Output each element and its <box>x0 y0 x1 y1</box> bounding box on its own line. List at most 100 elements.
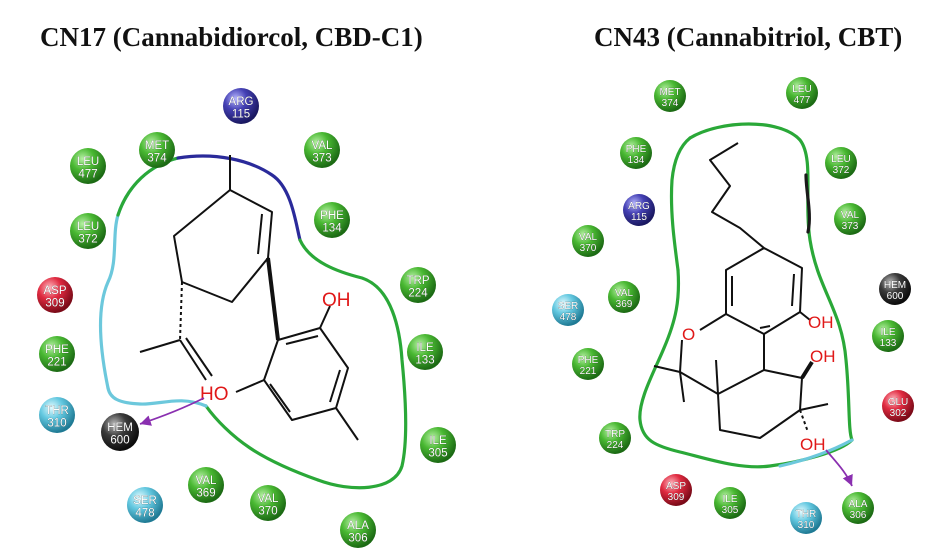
residue-number: 305 <box>428 448 447 460</box>
residue-name: LEU <box>792 84 811 95</box>
residue-disc <box>623 194 655 226</box>
hydroxyl-label-upper: OH <box>810 347 836 366</box>
residue-disc <box>572 348 604 380</box>
residue-disc <box>660 474 692 506</box>
residue-number: 305 <box>722 505 739 516</box>
residue-name: ARG <box>628 201 650 212</box>
residue-name: ALA <box>849 499 868 510</box>
residue-number: 306 <box>850 510 867 521</box>
residue-number: 224 <box>607 440 624 451</box>
residue-name: PHE <box>626 144 647 155</box>
residue-group-1: ARG115MET374VAL373LEU477PHE134LEU372TRP2… <box>37 88 456 548</box>
residue-number: 372 <box>833 165 850 176</box>
residue-number: 372 <box>78 234 97 246</box>
residue-disc <box>304 132 340 168</box>
residue-disc <box>400 267 436 303</box>
residue-name: VAL <box>258 493 279 505</box>
pocket-outline-1 <box>98 154 408 490</box>
residue-name: ILE <box>722 494 737 505</box>
residue-disc <box>188 467 224 503</box>
residue-disc <box>139 132 175 168</box>
residue-number: 221 <box>47 357 66 369</box>
residue-disc <box>340 512 376 548</box>
residue-disc <box>834 203 866 235</box>
residue-disc <box>872 320 904 352</box>
pocket-outline-2 <box>638 122 854 469</box>
pyran-oxygen-label: O <box>682 325 695 344</box>
residue-disc <box>572 225 604 257</box>
residue-name: TRP <box>605 429 625 440</box>
molecule-cbt <box>653 142 829 439</box>
residue-disc <box>39 336 75 372</box>
residue-number: 478 <box>135 508 154 520</box>
residue-number: 600 <box>887 291 904 302</box>
residue-name: LEU <box>77 156 99 168</box>
residue-name: ILE <box>429 435 447 447</box>
residue-disc <box>39 397 75 433</box>
residue-name: ILE <box>416 342 434 354</box>
residue-name: VAL <box>312 140 333 152</box>
panel-1-title: CN17 (Cannabidiorcol, CBD-C1) <box>40 22 423 52</box>
residue-number: 370 <box>258 506 277 518</box>
residue-name: PHE <box>578 355 599 366</box>
residue-number: 134 <box>628 155 645 166</box>
hydroxyl-label-top: OH <box>322 290 351 311</box>
residue-name: GLU <box>888 397 909 408</box>
residue-disc <box>714 487 746 519</box>
residue-name: ALA <box>347 520 369 532</box>
residue-number: 134 <box>322 223 342 235</box>
residue-disc <box>127 487 163 523</box>
residue-disc <box>825 147 857 179</box>
residue-disc <box>70 213 106 249</box>
residue-name: HEM <box>884 280 906 291</box>
residue-name: MET <box>659 87 680 98</box>
residue-name: VAL <box>579 232 598 243</box>
hydroxyl-label-lower: OH <box>800 435 826 454</box>
residue-disc <box>608 281 640 313</box>
residue-number: 115 <box>232 109 250 121</box>
residue-disc <box>70 148 106 184</box>
residue-disc <box>250 485 286 521</box>
residue-number: 115 <box>631 212 647 223</box>
residue-disc <box>786 77 818 109</box>
residue-number: 600 <box>110 435 129 447</box>
residue-name: ILE <box>880 327 895 338</box>
residue-number: 224 <box>408 288 428 300</box>
residue-name: LEU <box>831 154 850 165</box>
residue-number: 477 <box>78 169 97 181</box>
residue-disc <box>882 390 914 422</box>
residue-name: TRP <box>407 275 430 287</box>
residue-name: VAL <box>196 475 217 487</box>
residue-disc <box>37 277 73 313</box>
hydroxyl-label-aromatic: OH <box>808 313 834 332</box>
residue-name: ASP <box>43 285 66 297</box>
residue-disc <box>552 294 584 326</box>
residue-disc <box>654 80 686 112</box>
residue-disc <box>599 422 631 454</box>
hbond-arrow-2 <box>825 449 853 487</box>
residue-number: 369 <box>196 488 215 500</box>
residue-number: 477 <box>794 95 811 106</box>
residue-disc <box>101 413 139 451</box>
